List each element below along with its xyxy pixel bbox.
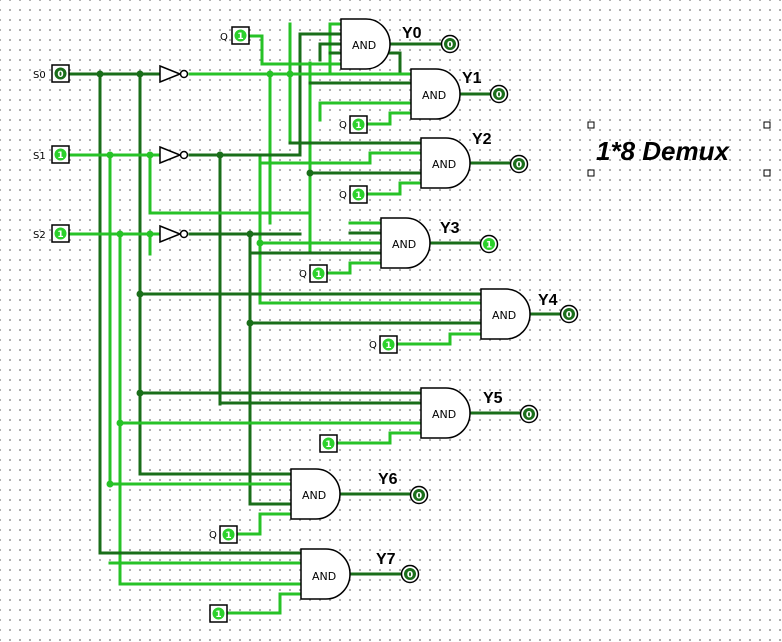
gate-label: AND xyxy=(392,238,416,251)
pin-label: Q xyxy=(209,530,217,541)
input-pin-s2[interactable]: S2 1 xyxy=(33,224,70,243)
output-probe-y1[interactable]: Y1 0 xyxy=(462,70,509,104)
pin-value: 1 xyxy=(215,610,221,620)
and-gate-y4[interactable]: AND xyxy=(480,288,531,340)
output-probe-y6[interactable]: Y6 0 xyxy=(378,471,429,505)
input-rails xyxy=(68,22,342,236)
output-probe-y5[interactable]: Y5 0 xyxy=(483,390,539,424)
pin-value: 1 xyxy=(355,121,361,131)
output-label: Y3 xyxy=(440,220,460,237)
and-gate-y6[interactable]: AND xyxy=(290,468,341,520)
pin-value: 1 xyxy=(315,270,321,280)
gate-wiring xyxy=(98,32,482,615)
data-input-pin-y4[interactable]: Q 1 xyxy=(369,335,398,354)
probe-value: 0 xyxy=(447,41,453,51)
and-gate-y0[interactable]: AND xyxy=(340,18,391,70)
probe-value: 0 xyxy=(407,571,413,581)
and-gate-y7[interactable]: AND xyxy=(300,548,351,600)
diagram-title: 1*8 Demux xyxy=(596,136,730,166)
pin-label: Q xyxy=(339,190,347,201)
output-probe-y0[interactable]: Y0 0 xyxy=(402,25,460,54)
pin-label: S2 xyxy=(33,230,46,241)
probe-value: 1 xyxy=(486,241,492,251)
gate-label: AND xyxy=(302,489,326,502)
output-probe-y7[interactable]: Y7 0 xyxy=(376,551,420,584)
gate-label: AND xyxy=(432,158,456,171)
gate-label: AND xyxy=(432,408,456,421)
output-label: Y5 xyxy=(483,390,503,407)
input-pin-s0[interactable]: S0 0 xyxy=(33,64,70,83)
and-gate-y5[interactable]: AND xyxy=(420,387,471,439)
pin-value: 0 xyxy=(57,70,63,80)
pin-value: 1 xyxy=(325,440,331,450)
not-gate-s1[interactable] xyxy=(159,145,189,165)
input-pin-s1[interactable]: S1 1 xyxy=(33,145,70,164)
output-probe-y2[interactable]: Y2 0 xyxy=(472,131,529,174)
and-gate-y3[interactable]: AND xyxy=(380,217,431,269)
data-input-pin-y3[interactable]: Q 1 xyxy=(299,264,328,283)
and-gate-y2[interactable]: AND xyxy=(420,137,471,189)
output-probe-y3[interactable]: Y3 1 xyxy=(440,220,499,254)
data-input-pin-y5[interactable]: 1 xyxy=(319,434,338,453)
probe-value: 0 xyxy=(496,91,502,101)
pin-value: 1 xyxy=(225,531,231,541)
pin-value: 1 xyxy=(385,341,391,351)
pin-value: 1 xyxy=(57,151,63,161)
data-input-pin-y0[interactable]: Q 1 xyxy=(220,26,250,45)
data-input-pin-y6[interactable]: Q 1 xyxy=(209,525,238,544)
output-label: Y1 xyxy=(462,70,482,87)
output-label: Y2 xyxy=(472,131,492,148)
not-gate-s2[interactable] xyxy=(159,224,189,244)
pin-value: 1 xyxy=(237,32,243,42)
data-input-pin-y1[interactable]: Q 1 xyxy=(339,115,368,134)
data-input-pin-y2[interactable]: Q 1 xyxy=(339,185,368,204)
gate-label: AND xyxy=(352,39,376,52)
gate-label: AND xyxy=(312,570,336,583)
output-label: Y6 xyxy=(378,471,398,488)
data-input-pin-y7[interactable]: 1 xyxy=(209,604,228,623)
output-label: Y7 xyxy=(376,551,396,568)
gate-label: AND xyxy=(422,89,446,102)
output-label: Y4 xyxy=(538,292,558,309)
probe-value: 0 xyxy=(566,311,572,321)
junction-dots xyxy=(96,70,314,488)
pin-label: Q xyxy=(369,340,377,351)
output-probe-y4[interactable]: Y4 0 xyxy=(538,292,579,324)
pin-value: 1 xyxy=(355,191,361,201)
output-wires xyxy=(338,42,562,576)
title-text-box[interactable]: 1*8 Demux xyxy=(587,121,771,177)
pin-label: S1 xyxy=(33,151,46,162)
gate-label: AND xyxy=(492,309,516,322)
probe-value: 0 xyxy=(516,161,522,171)
output-label: Y0 xyxy=(402,25,422,42)
pin-label: Q xyxy=(299,269,307,280)
pin-label: Q xyxy=(339,120,347,131)
pin-label: S0 xyxy=(33,70,46,81)
pin-label: Q xyxy=(220,32,228,43)
and-gate-y1[interactable]: AND xyxy=(410,68,461,120)
probe-value: 0 xyxy=(416,492,422,502)
not-gate-s0[interactable] xyxy=(159,64,189,84)
pin-value: 1 xyxy=(57,230,63,240)
probe-value: 0 xyxy=(526,411,532,421)
